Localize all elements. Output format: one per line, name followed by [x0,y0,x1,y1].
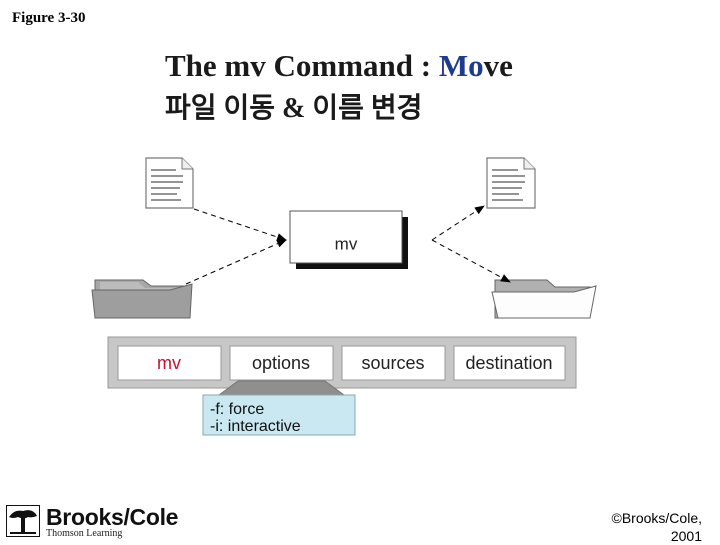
title-highlight: Mo [438,48,484,83]
destination-folder-icon [491,279,597,319]
arrow-mv-to-folder [431,239,511,283]
copyright-line2: 2001 [670,528,702,544]
destination-file-icon [486,157,536,209]
mv-diagram: mv mv options sources destination -f: fo… [91,157,597,436]
mv-command-box-label: mv [335,234,358,253]
page-title: The mv Command : Move [165,48,513,84]
options-callout: -f: force -i: interactive [202,380,356,436]
tree-icon [6,505,40,537]
logo-brand: Brooks/Cole [46,504,179,530]
source-file-icon [145,157,194,209]
arrow-file-to-mv [193,208,287,241]
arrow-mv-to-file [431,205,485,241]
syntax-options: options [252,353,310,373]
title-suffix: ve [483,48,513,83]
syntax-bar: mv options sources destination [107,336,577,389]
syntax-destination: destination [465,353,552,373]
syntax-command: mv [157,353,181,373]
logo-subtitle: Thomson Learning [46,528,123,539]
page-subtitle: 파일 이동 & 이름 변경 [165,93,423,124]
syntax-sources: sources [361,353,424,373]
publisher-logo: Brooks/Cole Thomson Learning [6,504,178,540]
option-interactive: -i: interactive [210,418,301,435]
source-folder-icon [91,279,193,319]
title-prefix: The mv Command : [165,48,439,83]
copyright-line1: ©Brooks/Cole, [611,510,702,526]
arrow-folder-to-mv [185,239,287,285]
mv-command-box: mv [289,210,408,269]
option-force: -f: force [210,401,264,418]
figure-label: Figure 3-30 [12,10,86,26]
